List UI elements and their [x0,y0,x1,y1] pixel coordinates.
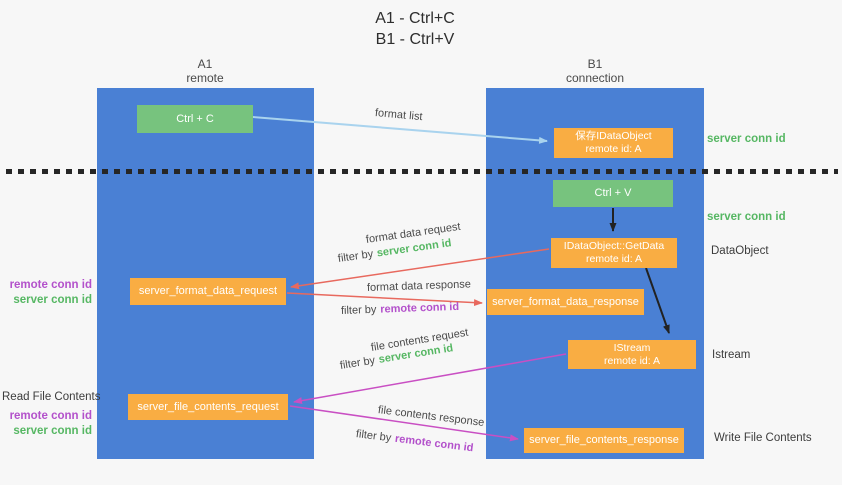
conn-id-annotation-block-1: remote conn id server conn id [0,278,92,308]
ctrl-v-node[interactable]: Ctrl + V [553,180,673,207]
save-idataobject-node[interactable]: 保存IDataObject remote id: A [554,128,673,158]
file-request-label: server_file_contents_request [137,400,279,413]
remote-conn-id-annotation: remote conn id [9,410,92,422]
ctrl-c-node[interactable]: Ctrl + C [137,105,253,133]
format-request-label: server_format_data_request [138,285,278,297]
getdata-line2: remote id: A [585,253,643,265]
dataobject-annotation: DataObject [711,245,769,257]
istream-node[interactable]: IStream remote id: A [568,340,696,369]
server-conn-id-annotation-mid: server conn id [707,211,786,223]
conn-id-annotation-block-2: remote conn id server conn id [0,409,92,439]
write-file-contents-annotation: Write File Contents [714,432,812,444]
server-conn-id-annotation: server conn id [13,294,92,306]
format-data-response-label: format data response [366,278,472,294]
copy-paste-separator-line [6,169,838,174]
remote-conn-id-annotation: remote conn id [9,279,92,291]
format-list-label: format list [374,107,424,124]
column-b-header: B1 connection [486,57,704,85]
filter-by-text: filter by [355,428,392,445]
remote-conn-id-text: remote conn id [394,432,475,455]
getdata-line1: IDataObject::GetData [563,240,665,252]
column-b-id: B1 [587,57,603,71]
save-idataobject-line1: 保存IDataObject [575,130,652,142]
file-contents-response-label: file contents response [377,404,485,429]
save-idataobject-line2: remote id: A [585,143,642,155]
filter-by-text: filter by [339,354,376,372]
format-response-label: server_format_data_response [492,295,639,308]
remote-conn-id-text: remote conn id [380,300,460,316]
server-file-contents-response-node[interactable]: server_file_contents_response [524,428,684,453]
server-format-data-request-node[interactable]: server_format_data_request [130,278,286,305]
column-b-subtitle: connection [565,71,625,85]
ctrl-v-label: Ctrl + V [594,187,632,199]
title-line-2: B1 - Ctrl+V [375,31,455,48]
read-file-contents-annotation: Read File Contents [2,391,101,403]
idataobject-getdata-node[interactable]: IDataObject::GetData remote id: A [551,238,677,268]
file-response-label: server_file_contents_response [529,434,679,446]
filter-by-text: filter by [340,303,377,317]
filter-by-text: filter by [337,248,374,265]
column-a-subtitle: remote [186,71,224,85]
diagram-title: A1 - Ctrl+C B1 - Ctrl+V [300,8,530,50]
ctrl-c-label: Ctrl + C [176,112,214,125]
server-format-data-response-node[interactable]: server_format_data_response [487,289,644,315]
column-a-header: A1 remote [96,57,314,85]
server-conn-id-annotation: server conn id [13,425,92,437]
server-file-contents-request-node[interactable]: server_file_contents_request [128,394,288,420]
istream-line1: IStream [613,341,651,354]
istream-line2: remote id: A [603,354,661,367]
column-a-id: A1 [197,57,213,71]
istream-annotation: Istream [712,349,751,361]
server-conn-id-annotation-top: server conn id [707,133,786,145]
title-line-1: A1 - Ctrl+C [375,10,455,27]
